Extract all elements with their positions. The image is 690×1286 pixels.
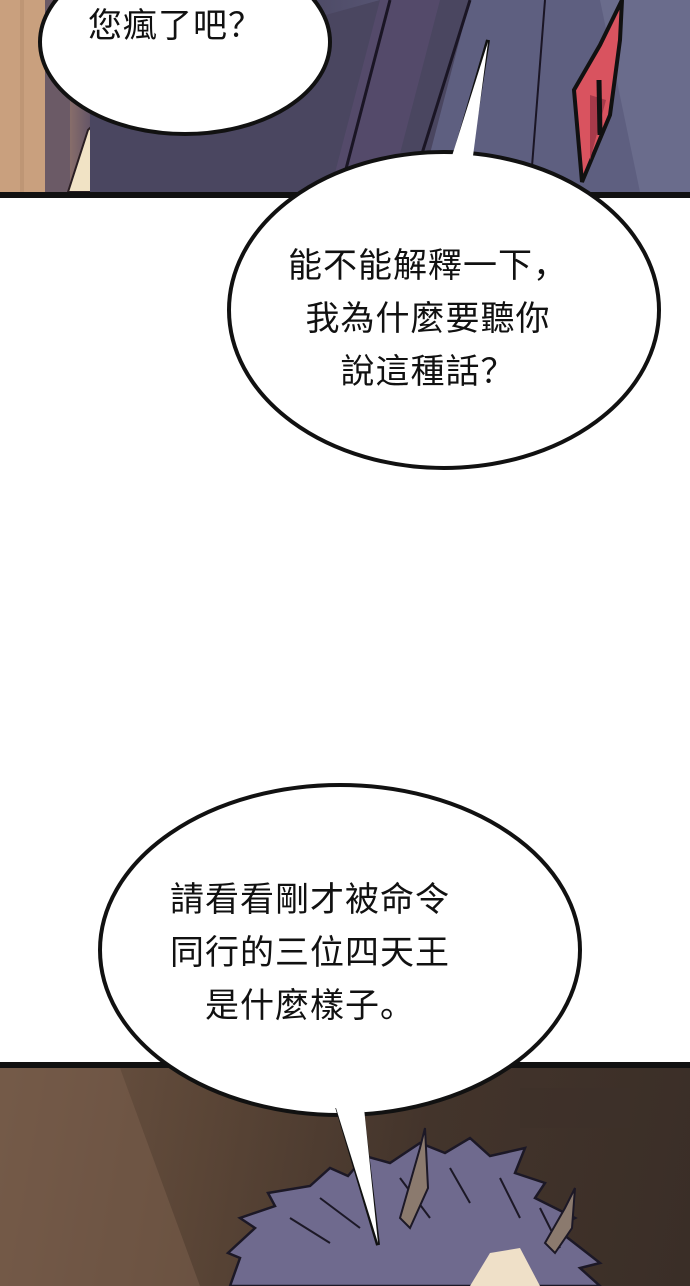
bubble-3-line-1: 請看看剛才被命令 (170, 880, 450, 920)
bubble-3-line-3: 是什麼樣子。 (205, 986, 415, 1026)
speech-bubble-1-text: 您瘋了吧？ (88, 4, 263, 48)
speech-bubble-2-text: 能不能解釋一下， 我為什麼要聽你 說這種話？ (288, 243, 568, 402)
bubble-3-line-2: 同行的三位四天王 (170, 933, 450, 973)
speech-bubble-2 (227, 150, 661, 470)
bubble-1-line-1: 您瘋了吧？ (88, 6, 263, 46)
bubble-2-line-1: 能不能解釋一下， (288, 246, 568, 286)
bubble-2-line-3: 說這種話？ (340, 352, 516, 392)
comic-panel-top (0, 0, 690, 198)
speech-bubble-1 (38, 0, 332, 136)
bubble-2-line-2: 我為什麼要聽你 (305, 299, 551, 339)
horned-character-art (0, 1068, 630, 1286)
speech-bubble-3-text: 請看看剛才被命令 同行的三位四天王 是什麼樣子。 (170, 877, 450, 1036)
